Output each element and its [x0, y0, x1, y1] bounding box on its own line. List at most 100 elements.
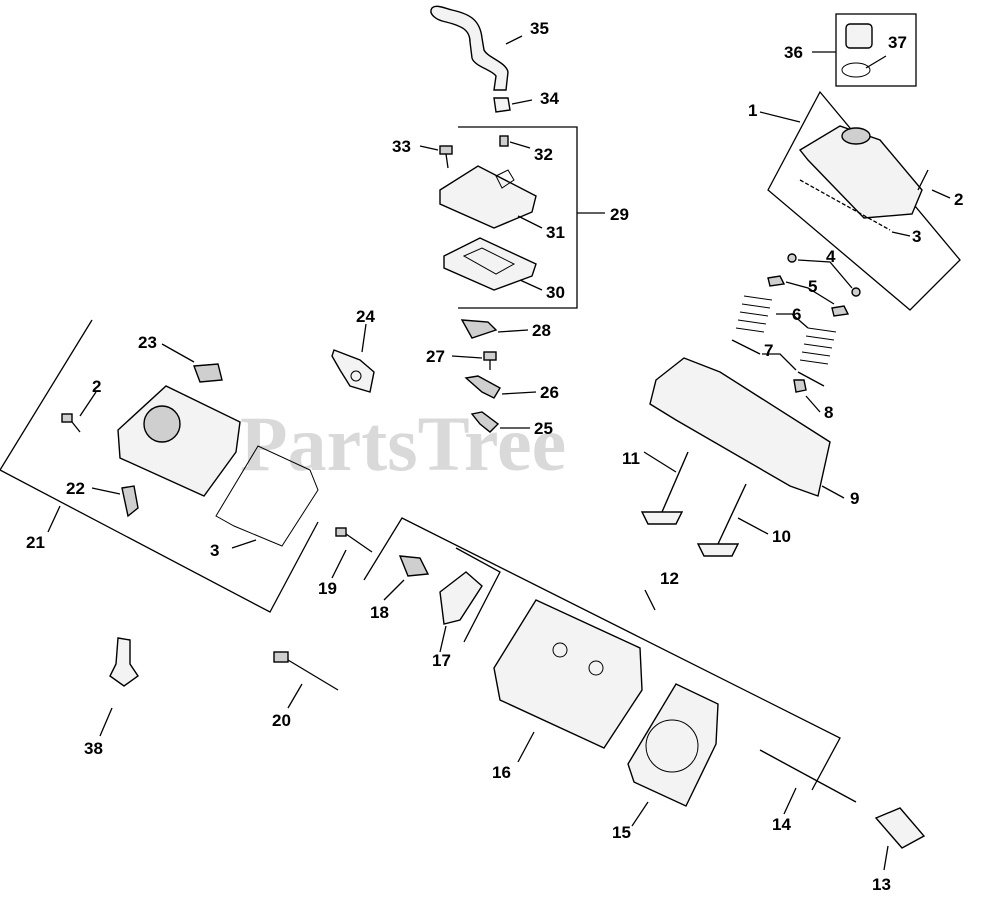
screw-33-shaft [445, 153, 449, 169]
callout-34: 34 [540, 89, 559, 108]
leader-24 [361, 323, 367, 353]
leader-35 [505, 35, 523, 45]
leader-33 [419, 145, 439, 151]
callout-17: 17 [432, 651, 451, 670]
callout-20: 20 [272, 711, 291, 730]
screw-2-shaft [71, 421, 81, 433]
breather-gasket-window [462, 247, 516, 275]
leader-6 [776, 313, 809, 329]
callout-11: 11 [622, 449, 640, 468]
callout-12: 12 [660, 569, 679, 588]
breather-cover-part [439, 165, 537, 229]
gasket-3-left [215, 445, 319, 547]
lifter-13-part [874, 807, 926, 849]
callout-3a: 3 [912, 227, 921, 246]
callout-7: 7 [764, 341, 773, 360]
valve-cover-21-part [117, 385, 241, 497]
cover-screw-2-top [917, 169, 929, 191]
leader-21 [47, 505, 61, 533]
nut-4b [851, 287, 861, 297]
callout-35: 35 [530, 19, 549, 38]
callout-27: 27 [426, 347, 445, 366]
o-ring-37-part [841, 62, 871, 78]
frame-21 [0, 319, 319, 613]
part-8 [793, 379, 807, 393]
leader-37 [865, 55, 887, 69]
callout-23: 23 [138, 333, 157, 352]
callout-33: 33 [392, 137, 411, 156]
bracket-24-hole [350, 370, 362, 382]
leader-15 [631, 801, 649, 827]
callout-16: 16 [492, 763, 511, 782]
callout-8: 8 [824, 403, 833, 422]
callout-26: 26 [540, 383, 559, 402]
leader-2b [79, 391, 97, 417]
leader-18 [383, 579, 405, 601]
bolt-20-head [273, 651, 289, 663]
leader-28 [497, 329, 529, 333]
callout-1: 1 [748, 101, 757, 120]
retainer-5a [767, 275, 786, 287]
leader-14 [783, 787, 797, 815]
leader-3a [891, 231, 911, 237]
callout-29: 29 [610, 205, 629, 224]
head-port-b [588, 660, 604, 676]
part-18 [398, 555, 430, 577]
bracket-24-part [331, 349, 375, 393]
callout-28: 28 [532, 321, 551, 340]
callout-15: 15 [612, 823, 631, 842]
bracket-29 [458, 126, 578, 309]
callout-30: 30 [546, 283, 565, 302]
callout-4: 4 [826, 247, 836, 266]
callout-18: 18 [370, 603, 389, 622]
breather-hose-part [430, 5, 509, 91]
leader-34 [511, 99, 533, 105]
callout-2a: 2 [954, 190, 963, 209]
callout-24: 24 [356, 307, 375, 326]
head-gasket-bore [645, 719, 699, 773]
rocker-arm-17-part [439, 571, 483, 625]
leader-2a [931, 189, 951, 199]
rod-7a [731, 339, 761, 355]
oil-fill-neck [841, 127, 871, 145]
rocker-cover-part [798, 125, 923, 219]
box-36 [835, 13, 917, 87]
leader-8 [805, 395, 821, 413]
callout-9: 9 [850, 489, 859, 508]
part-25 [470, 411, 500, 433]
leader-3b [231, 539, 257, 549]
leader-19 [331, 549, 347, 579]
valve-11-stem [661, 451, 689, 513]
valve-11-head [640, 511, 684, 525]
callout-19: 19 [318, 579, 337, 598]
callout-36: 36 [784, 43, 803, 62]
leader-17 [439, 625, 447, 653]
frame-12 [363, 517, 841, 791]
leader-26 [501, 391, 537, 395]
callout-2b: 2 [92, 377, 101, 396]
breather-gasket-part [443, 237, 537, 291]
fitting-22-part [121, 485, 139, 518]
leader-10 [737, 517, 769, 535]
nut-4a [787, 253, 797, 263]
valve-spring-6b [799, 327, 837, 365]
screw-19-head [335, 527, 347, 537]
screw-27-head [483, 351, 497, 361]
frame-12-inner [455, 547, 501, 643]
screw-33-head [439, 145, 453, 155]
push-rod-14-part [759, 749, 857, 803]
rod-7b [797, 371, 825, 387]
leader-27 [451, 355, 483, 359]
retainer-5b [831, 305, 850, 317]
valve-10-head [696, 543, 740, 557]
callout-6: 6 [792, 305, 801, 324]
leader-16 [517, 731, 535, 763]
leader-11 [643, 451, 677, 473]
cylinder-head-16-part [493, 599, 643, 749]
bolt-20-shaft [287, 659, 339, 691]
watermark-text: PartsTree [240, 400, 566, 487]
leader-38 [99, 707, 113, 737]
callout-13: 13 [872, 875, 891, 894]
